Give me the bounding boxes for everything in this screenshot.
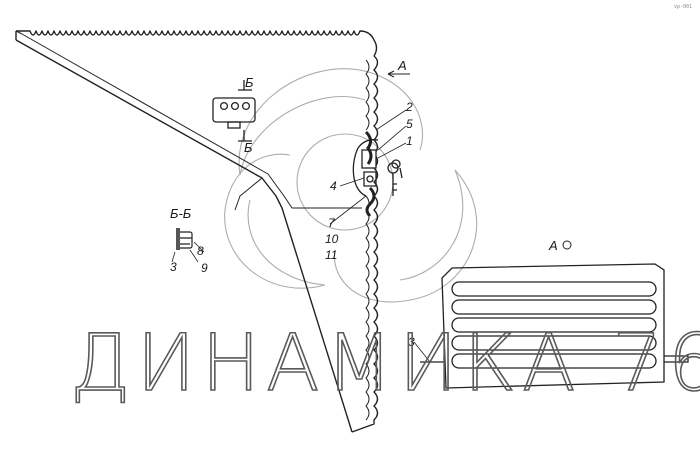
callout-5: 5 bbox=[406, 117, 413, 131]
view-arrow-label: А bbox=[397, 58, 407, 73]
callout-7: 7 bbox=[328, 216, 336, 230]
view-detail-label: А bbox=[548, 238, 558, 253]
cabin-panel bbox=[15, 30, 379, 433]
ribbed-panel bbox=[413, 263, 689, 389]
corner-code: vp-001 bbox=[674, 4, 692, 10]
view-symbol-icon bbox=[562, 240, 572, 250]
section-cut-label-bottom: Б bbox=[244, 140, 253, 155]
lock-assembly bbox=[352, 130, 403, 218]
watermark-text: ДИНАМИКА 76 bbox=[70, 319, 700, 409]
callout-3-panel: 3 bbox=[408, 335, 415, 349]
callout-2: 2 bbox=[405, 100, 413, 114]
section-cut-label-top: Б bbox=[245, 75, 254, 90]
bracket-component bbox=[212, 80, 256, 142]
callout-3-section: 3 bbox=[170, 260, 177, 274]
view-arrow bbox=[387, 70, 410, 78]
callout-8: 8 bbox=[197, 244, 204, 258]
callout-9: 9 bbox=[201, 261, 208, 275]
section-view-title: Б-Б bbox=[170, 206, 192, 221]
callout-11: 11 bbox=[325, 248, 337, 262]
callout-1: 1 bbox=[406, 134, 413, 148]
leader-lines bbox=[329, 109, 407, 225]
section-detail bbox=[171, 228, 205, 263]
swirl-logo-watermark bbox=[224, 68, 478, 303]
callout-10: 10 bbox=[325, 232, 339, 246]
callout-4: 4 bbox=[330, 179, 337, 193]
